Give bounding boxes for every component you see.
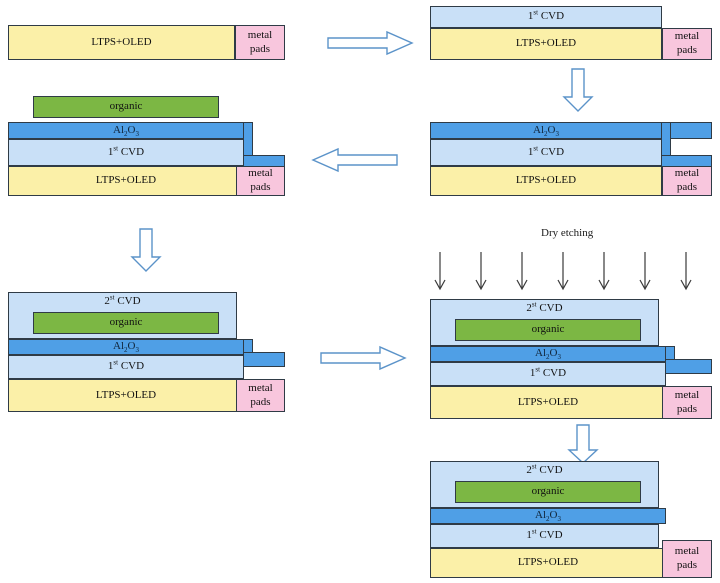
layer-label-alumina: Al2O3	[113, 340, 139, 355]
layer-cvd-1: 1st CVD	[430, 139, 662, 166]
layer-cvd-1: 1st CVD	[430, 524, 659, 548]
layer-label-alumina: Al2O3	[113, 123, 139, 138]
layer-label-cvd1: 1st CVD	[527, 144, 565, 158]
layer-ltps-oled: LTPS+OLED	[430, 28, 662, 60]
layer-metal-pads: metal pads	[662, 540, 712, 578]
layer-organic: organic	[33, 312, 219, 334]
layer-alumina: Al2O3	[430, 122, 662, 139]
layer-organic: organic	[455, 319, 641, 341]
layer-label-ltps: LTPS+OLED	[515, 37, 577, 50]
layer-label-alumina: Al2O3	[535, 347, 561, 362]
layer-alumina: Al2O3	[8, 122, 244, 139]
layer-ltps-oled: LTPS+OLED	[430, 166, 662, 196]
layer-label-ltps: LTPS+OLED	[517, 556, 579, 569]
layer-metal-pads: metal pads	[235, 25, 285, 60]
layer-ltps-oled: LTPS+OLED	[8, 166, 244, 196]
layer-label-ltps: LTPS+OLED	[517, 395, 579, 408]
layer-cvd-1: 1st CVD	[430, 6, 662, 28]
layer-label-cvd1: 1st CVD	[107, 144, 145, 158]
arrow-step4-to-step5	[130, 228, 162, 272]
metal-pads-line-1: metal	[248, 167, 273, 180]
metal-pads-line-2: pads	[676, 402, 698, 415]
metal-pads-line-2: pads	[250, 181, 271, 193]
layer-label-ltps: LTPS+OLED	[91, 35, 152, 48]
layer-label-ltps: LTPS+OLED	[95, 388, 157, 401]
layer-organic: organic	[33, 96, 219, 118]
layer-ltps-oled: LTPS+OLED	[430, 386, 666, 419]
layer-alumina: Al2O3	[8, 339, 244, 355]
layer-alumina-step-shelf	[659, 359, 712, 374]
metal-pads-line-2: pads	[249, 42, 271, 55]
layer-label-cvd1: 1st CVD	[107, 358, 145, 373]
metal-pads-line-2: pads	[676, 44, 698, 56]
arrow-step2-to-step3	[562, 68, 594, 112]
layer-metal-pads: metal pads	[236, 166, 285, 196]
layer-label-cvd2: 2st CVD	[526, 300, 563, 314]
layer-label-organic: organic	[109, 316, 143, 329]
layer-label-organic: organic	[531, 323, 565, 336]
layer-ltps-oled: LTPS+OLED	[8, 25, 235, 60]
layer-label-alumina: Al2O3	[533, 123, 559, 138]
arrow-step5-to-step6	[320, 345, 407, 371]
layer-label-cvd1: 1st CVD	[529, 365, 567, 380]
arrow-step1-to-step2	[327, 30, 414, 56]
arrow-step3-to-step4	[311, 147, 398, 173]
metal-pads-line-2: pads	[676, 181, 698, 193]
layer-label-ltps: LTPS+OLED	[95, 174, 157, 187]
layer-label-cvd2: 2st CVD	[526, 462, 563, 476]
metal-pads-line-1: metal	[674, 30, 700, 43]
metal-pads-line-1: metal	[674, 388, 700, 401]
metal-pads-line-1: metal	[674, 167, 700, 180]
layer-label-cvd1: 1st CVD	[526, 527, 563, 542]
layer-label-organic: organic	[531, 485, 565, 498]
layer-ltps-oled: LTPS+OLED	[8, 379, 244, 412]
arrow-step6-to-step7	[567, 424, 599, 464]
layer-label-cvd2: 2st CVD	[104, 293, 141, 307]
layer-label-organic: organic	[109, 100, 143, 113]
layer-alumina: Al2O3	[430, 508, 666, 524]
layer-metal-pads: metal pads	[662, 28, 712, 60]
metal-pads-line-2: pads	[676, 559, 698, 571]
layer-metal-pads: metal pads	[662, 386, 712, 419]
layer-ltps-oled: LTPS+OLED	[430, 548, 666, 578]
layer-label-alumina: Al2O3	[535, 509, 561, 524]
metal-pads-line-1: metal	[674, 545, 700, 558]
layer-cvd-1: 1st CVD	[8, 139, 244, 166]
layer-organic: organic	[455, 481, 641, 503]
layer-metal-pads: metal pads	[236, 379, 285, 412]
layer-cvd-1: 1st CVD	[430, 362, 666, 386]
metal-pads-line-1: metal	[247, 28, 273, 41]
layer-metal-pads: metal pads	[662, 166, 712, 196]
metal-pads-line-1: metal	[248, 381, 273, 394]
layer-cvd-1: 1st CVD	[8, 355, 244, 379]
layer-label-cvd1: 1st CVD	[527, 8, 565, 23]
layer-alumina: Al2O3	[430, 346, 666, 362]
dry-etching-label: Dry etching	[541, 227, 594, 239]
dry-etching-arrow-group	[434, 252, 692, 291]
metal-pads-line-2: pads	[250, 395, 271, 408]
layer-alumina-step-shelf	[237, 352, 285, 367]
layer-label-ltps: LTPS+OLED	[515, 174, 577, 187]
